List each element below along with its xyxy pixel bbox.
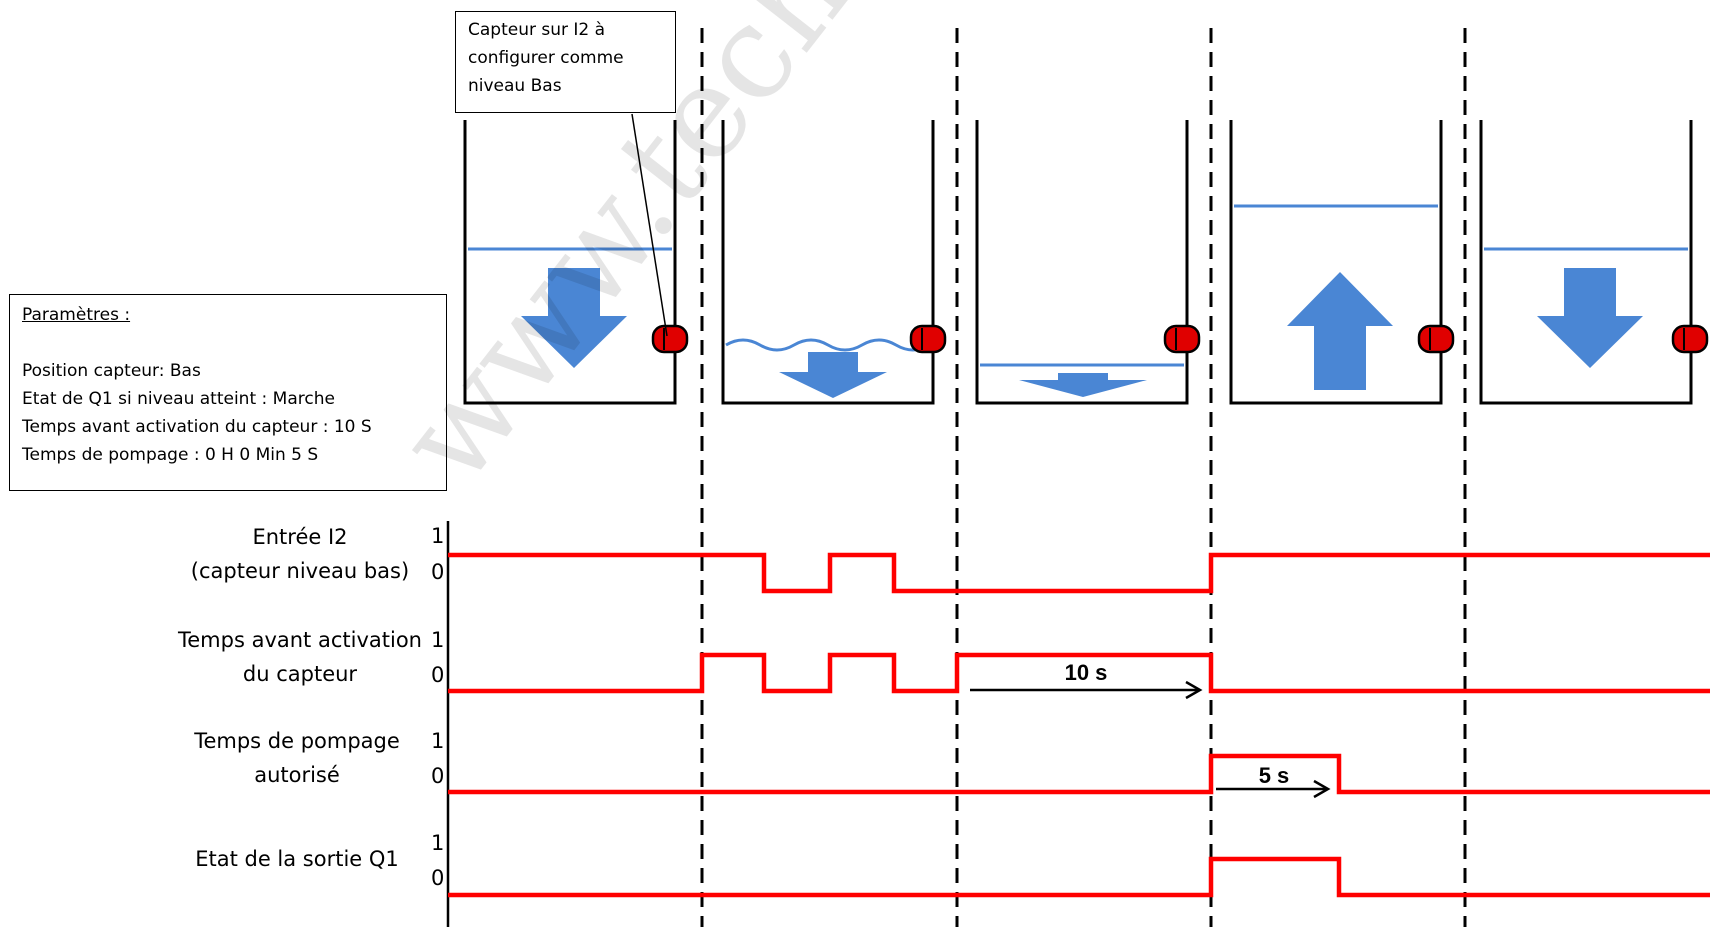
- level-high: 1: [431, 831, 445, 855]
- delay-label: 10 s: [1065, 660, 1108, 685]
- level-sensor-icon: [909, 324, 947, 354]
- level-high: 1: [431, 628, 445, 652]
- level-low: 0: [431, 560, 445, 584]
- level-low: 0: [431, 663, 445, 687]
- level-sensor-icon: [1417, 324, 1455, 354]
- callout-leader: [631, 113, 668, 337]
- tank-4: [1229, 120, 1443, 405]
- arrow-down-icon: [1019, 373, 1147, 397]
- tank-5: [1479, 120, 1693, 405]
- level-low: 0: [431, 866, 445, 890]
- delay-arrow: 10 s: [970, 660, 1203, 700]
- params-spacer: [22, 329, 434, 357]
- sensor-callout: Capteur sur I2 à configurer comme niveau…: [455, 11, 676, 113]
- water-surface-wave: [725, 338, 931, 352]
- callout-line: Capteur sur I2 à: [468, 20, 606, 40]
- params-title: Paramètres :: [22, 305, 131, 325]
- pump-label: 5 s: [1259, 763, 1290, 788]
- callout-line: niveau Bas: [468, 76, 562, 96]
- signal-label-temps-activation: Temps avant activation du capteur: [178, 628, 422, 686]
- signal-label-entree-i2: Entrée I2 (capteur niveau bas): [190, 525, 410, 583]
- parameters-box: Paramètres : Position capteur: Bas Etat …: [9, 294, 447, 491]
- sensors: [651, 324, 1709, 354]
- arrow-down-icon: [521, 268, 627, 368]
- level-sensor-icon: [651, 324, 689, 354]
- level-sensor-icon: [1163, 324, 1201, 354]
- arrow-up-icon: [1287, 272, 1393, 390]
- tank-3: [975, 120, 1189, 405]
- level-high: 1: [431, 524, 445, 548]
- pump-arrow: 5 s: [1216, 763, 1331, 799]
- param-line: Etat de Q1 si niveau atteint : Marche: [22, 389, 335, 409]
- param-line: Temps de pompage : 0 H 0 Min 5 S: [22, 445, 319, 465]
- waveforms: [448, 552, 1710, 898]
- waveform-sortie-q1: [448, 856, 1710, 898]
- signal-label-sortie-q1: Etat de la sortie Q1: [195, 847, 399, 871]
- arrow-right-icon: [1185, 680, 1203, 700]
- arrow-right-icon: [1313, 779, 1331, 799]
- arrow-down-icon: [779, 352, 887, 398]
- waveform-entree-i2: [448, 552, 1710, 594]
- level-sensor-icon: [1671, 324, 1709, 354]
- callout-line: configurer comme: [468, 48, 624, 68]
- tank-1: [463, 120, 677, 405]
- tank-2: [721, 120, 935, 405]
- arrow-down-icon: [1537, 268, 1643, 368]
- signal-label-temps-pompage: Temps de pompage autorisé: [194, 729, 400, 787]
- waveform-temps-pompage: [448, 753, 1710, 795]
- waveform-temps-activation: [448, 652, 1710, 694]
- level-low: 0: [431, 764, 445, 788]
- level-high: 1: [431, 729, 445, 753]
- param-line: Position capteur: Bas: [22, 361, 201, 381]
- param-line: Temps avant activation du capteur : 10 S: [22, 417, 372, 437]
